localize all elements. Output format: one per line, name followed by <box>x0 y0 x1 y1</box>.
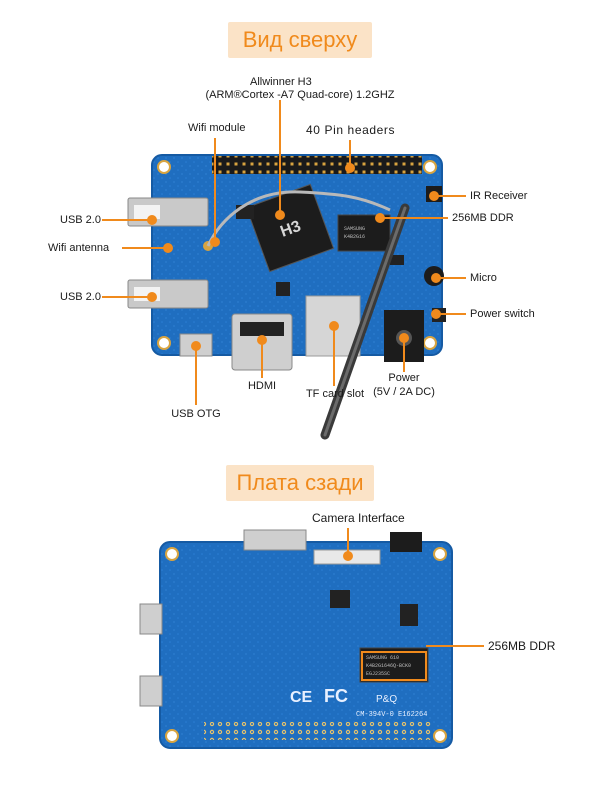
bottom-callouts <box>343 528 484 681</box>
back-chip <box>400 604 418 626</box>
ce-mark: CE <box>290 689 313 706</box>
label-soc-detail: (ARM®Cortex -A7 Quad-core) 1.2GHZ <box>205 89 395 101</box>
small-chip <box>390 255 404 265</box>
small-chip <box>236 205 254 219</box>
code-mark: CM-394V-0 E162264 <box>356 711 427 719</box>
label-pin-headers: 40 Pin headers <box>306 123 396 137</box>
pq-mark: P&Q <box>376 694 397 705</box>
label-hdmi: HDMI <box>247 380 277 392</box>
label-wifi-antenna: Wifi antenna <box>48 242 110 254</box>
usb-back-lower <box>139 675 163 707</box>
label-micro: Micro <box>470 272 497 284</box>
top-board: H3 SAMSUNG K4B2G16 <box>127 154 446 440</box>
back-view-heading: Плата сзади <box>226 465 374 501</box>
mount-hole <box>423 336 437 350</box>
fc-mark: FC <box>324 686 348 706</box>
back-gpio-pads <box>204 722 432 740</box>
label-usb-otg: USB OTG <box>171 408 221 420</box>
small-chip <box>276 282 290 296</box>
label-ddr-top: 256MB DDR <box>452 212 514 224</box>
soc-chip: H3 <box>245 183 335 273</box>
back-chip <box>330 590 350 608</box>
top-view-heading: Вид сверху <box>228 22 372 58</box>
label-power-switch: Power switch <box>470 308 535 320</box>
soc-mark: H3 <box>278 218 303 241</box>
antenna-cable <box>206 190 391 247</box>
usb-back-upper <box>139 603 163 635</box>
back-ram-mark-1: SAMSUNG 610 <box>366 655 399 661</box>
back-ram-mark-2: K4B2G1646Q-BCK0 <box>366 663 411 669</box>
mount-hole <box>165 729 179 743</box>
hdmi-back <box>243 529 307 551</box>
mount-hole <box>157 160 171 174</box>
mount-hole <box>433 547 447 561</box>
label-soc-name: Allwinner H3 <box>250 76 312 88</box>
mount-hole <box>157 336 171 350</box>
ram-mark: SAMSUNG <box>344 226 365 232</box>
bottom-board: SAMSUNG 610 K4B2G1646Q-BCK0 EGJ235SC CE … <box>139 529 453 749</box>
label-usb-a: USB 2.0 <box>60 214 101 226</box>
label-tf-card: TF card slot <box>305 388 365 400</box>
mount-hole <box>423 160 437 174</box>
label-power-detail: (5V / 2A DC) <box>373 386 435 398</box>
label-ddr-bottom: 256MB DDR <box>488 639 556 653</box>
mount-hole <box>433 729 447 743</box>
label-usb-b: USB 2.0 <box>60 291 101 303</box>
label-camera-interface: Camera Interface <box>312 511 405 525</box>
mount-hole <box>165 547 179 561</box>
label-wifi-module: Wifi module <box>188 122 246 134</box>
power-back <box>390 532 422 552</box>
label-ir-receiver: IR Receiver <box>470 190 528 202</box>
back-ram-mark-3: EGJ235SC <box>366 671 390 677</box>
gpio-header <box>212 156 422 174</box>
label-power: Power <box>388 372 420 384</box>
top-callouts <box>102 100 466 405</box>
ram-mark-2: K4B2G16 <box>344 234 365 240</box>
back-ram-chip <box>359 647 429 683</box>
